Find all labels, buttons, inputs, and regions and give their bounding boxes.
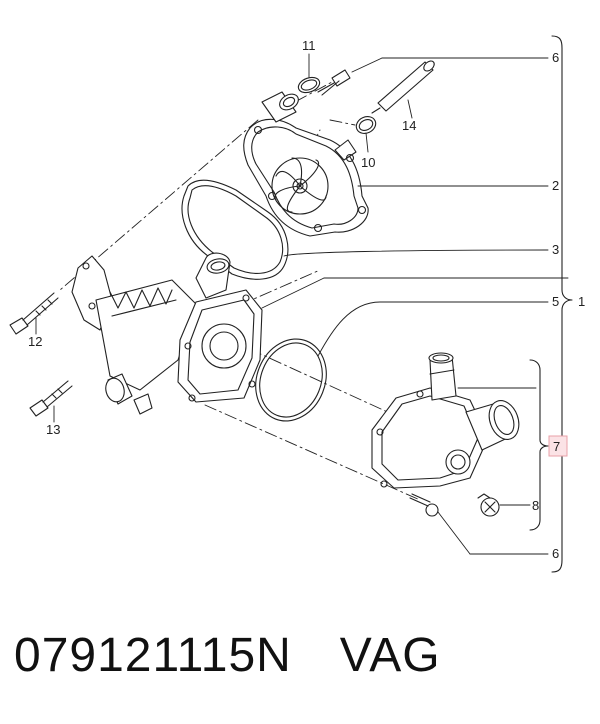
assembly-axis-lines	[59, 74, 421, 501]
callout-14: 14	[402, 118, 416, 133]
callout-6-bottom: 6	[552, 546, 559, 561]
coolant-housing	[71, 252, 263, 415]
callout-6-top: 6	[552, 50, 559, 65]
callout-8: 8	[532, 498, 539, 513]
part-number: 079121115N	[14, 629, 292, 682]
callout-5: 5	[552, 294, 559, 309]
highlight-box-part-7	[548, 435, 568, 457]
callout-11: 11	[302, 38, 316, 53]
callout-13: 13	[46, 422, 60, 437]
bolt-part-13	[29, 380, 73, 417]
gasket-part-3	[181, 179, 289, 280]
brand-name: VAG	[339, 629, 441, 682]
bolt-part-12	[9, 292, 59, 335]
water-pump-part-2	[243, 91, 369, 237]
seal-part-5	[255, 338, 327, 422]
callout-2: 2	[552, 178, 559, 193]
callout-10: 10	[361, 155, 375, 170]
callout-1: 1	[578, 294, 585, 309]
bolt-bottom	[409, 493, 439, 517]
part-caption: 079121115N VAG	[14, 628, 441, 683]
plug-part-8	[477, 493, 500, 517]
brace-part-7	[529, 359, 549, 531]
callout-12: 12	[28, 334, 42, 349]
bolt-top	[317, 69, 351, 96]
brace-part-1	[551, 35, 573, 573]
o-ring-part-10	[355, 116, 377, 134]
callout-7: 7	[553, 439, 560, 454]
exploded-parts-diagram: 11 6 14 10 2 3 5 1 12 13 7 8 6	[9, 35, 585, 573]
thermostat-housing-part-7	[371, 352, 520, 489]
leader-lines	[35, 53, 569, 555]
callout-3: 3	[552, 242, 559, 257]
callout-labels: 11 6 14 10 2 3 5 1 12 13 7 8 6	[28, 38, 585, 561]
pin-part-14	[371, 60, 435, 114]
o-ring-part-11	[297, 76, 321, 94]
